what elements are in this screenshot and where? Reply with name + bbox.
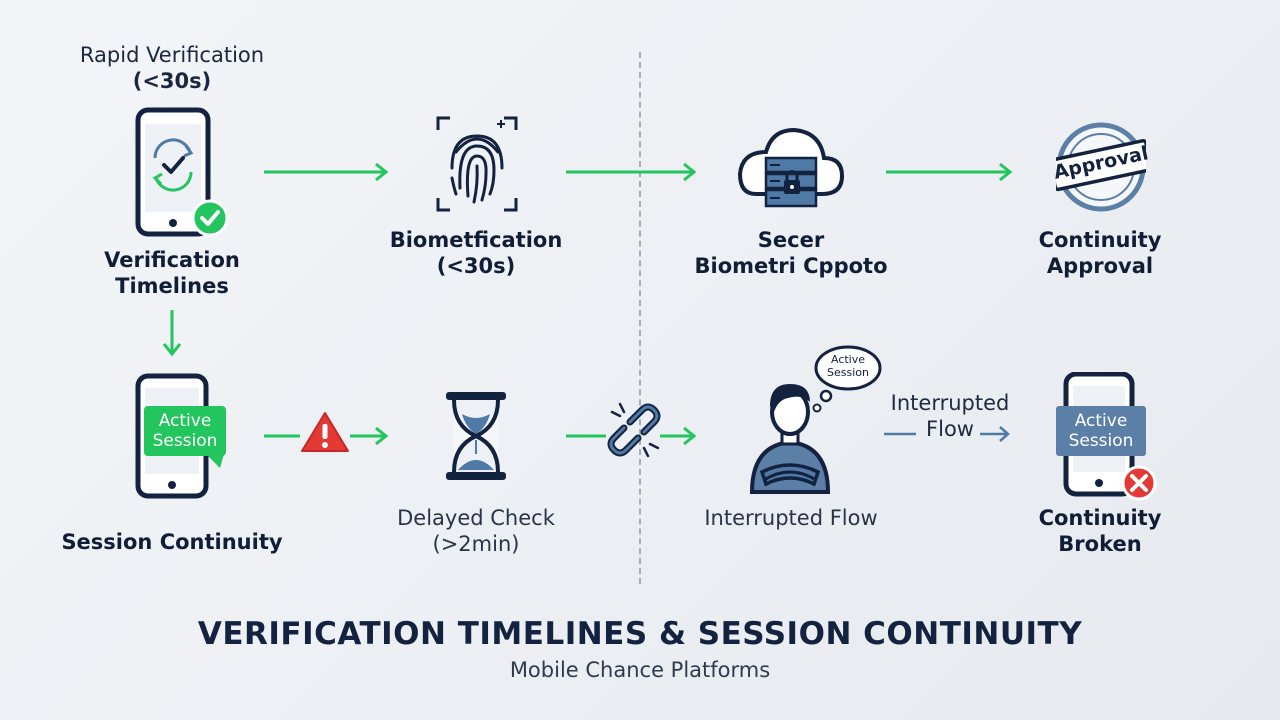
approval-stamp-icon: Approval bbox=[1052, 122, 1150, 212]
arrow-right-2 bbox=[566, 162, 697, 182]
broken-session-bubble: Active Session bbox=[1056, 406, 1146, 456]
phone-verification-icon bbox=[135, 107, 229, 237]
continuity-broken-label: Continuity Broken bbox=[1038, 506, 1162, 556]
verification-timelines-label: Verification Timelines bbox=[104, 248, 240, 298]
broken-link-icon bbox=[607, 402, 661, 458]
interrupted-flow-arrow-label: Interrupted Flow bbox=[890, 391, 1010, 441]
secure-biometric-label: Secer Biometri Cppoto bbox=[694, 228, 888, 278]
main-title: VERIFICATION TIMELINES & SESSION CONTINU… bbox=[197, 616, 1083, 652]
section-divider bbox=[639, 52, 641, 584]
delayed-check-label: Delayed Check (>2min) bbox=[397, 506, 555, 556]
continuity-approval-label: Continuity Approval bbox=[1038, 228, 1162, 278]
arrow-right-3 bbox=[886, 162, 1013, 182]
biometfication-label: Biometfication (<30s) bbox=[389, 228, 563, 278]
rapid-verification-label: Rapid Verification (<30s) bbox=[52, 42, 292, 95]
fingerprint-icon bbox=[436, 116, 518, 212]
thought-bubble-text: Active Session bbox=[827, 353, 869, 379]
arrow-right-broken-link bbox=[566, 426, 697, 446]
hourglass-icon bbox=[446, 392, 506, 480]
active-session-bubble: Active Session bbox=[144, 406, 226, 468]
rapid-verification-time: (<30s) bbox=[132, 69, 212, 94]
thought-bubble-icon bbox=[812, 345, 882, 413]
subtitle: Mobile Chance Platforms bbox=[509, 658, 771, 682]
interrupted-flow-arrow bbox=[884, 426, 1010, 442]
cloud-server-icon bbox=[737, 127, 845, 208]
arrow-right-1 bbox=[264, 162, 389, 182]
rapid-verification-text: Rapid Verification bbox=[79, 43, 265, 67]
error-x-icon bbox=[1121, 465, 1157, 501]
session-continuity-label: Session Continuity bbox=[61, 530, 283, 554]
arrow-right-warning bbox=[264, 426, 389, 446]
confused-person-icon bbox=[749, 384, 831, 494]
arrow-down bbox=[162, 310, 182, 357]
interrupted-flow-label: Interrupted Flow bbox=[704, 506, 878, 530]
warning-icon bbox=[301, 412, 349, 452]
